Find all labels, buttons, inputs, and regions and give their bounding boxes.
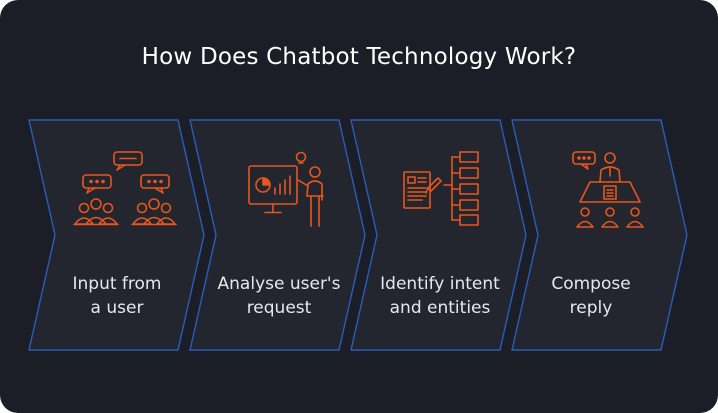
step-label-3-line-1: Identify intent bbox=[380, 274, 500, 294]
step-label-2-line-1: Analyse user's bbox=[217, 274, 341, 294]
document-flowchart-icon bbox=[403, 151, 479, 226]
step-label-3: Identify intent and entities bbox=[365, 272, 515, 320]
step-label-1: Input from a user bbox=[42, 272, 192, 320]
presentation-analysis-icon bbox=[248, 151, 324, 227]
step-label-2: Analyse user's request bbox=[204, 272, 354, 320]
chevron-step-2 bbox=[189, 119, 366, 351]
chevron-step-4 bbox=[511, 119, 688, 351]
step-label-4: Compose reply bbox=[516, 272, 666, 320]
step-label-2-line-2: request bbox=[246, 298, 312, 318]
step-label-1-line-1: Input from bbox=[72, 274, 162, 294]
diagram-title: How Does Chatbot Technology Work? bbox=[141, 44, 577, 70]
step-label-4-line-1: Compose bbox=[551, 274, 631, 294]
step-label-4-line-2: reply bbox=[569, 298, 613, 318]
step-label-3-line-2: and entities bbox=[389, 298, 491, 318]
chevron-step-1 bbox=[28, 119, 205, 351]
chevron-step-3 bbox=[350, 119, 527, 351]
meeting-reply-icon bbox=[572, 151, 644, 228]
step-label-1-line-2: a user bbox=[90, 298, 144, 318]
people-chat-icon bbox=[73, 151, 177, 226]
